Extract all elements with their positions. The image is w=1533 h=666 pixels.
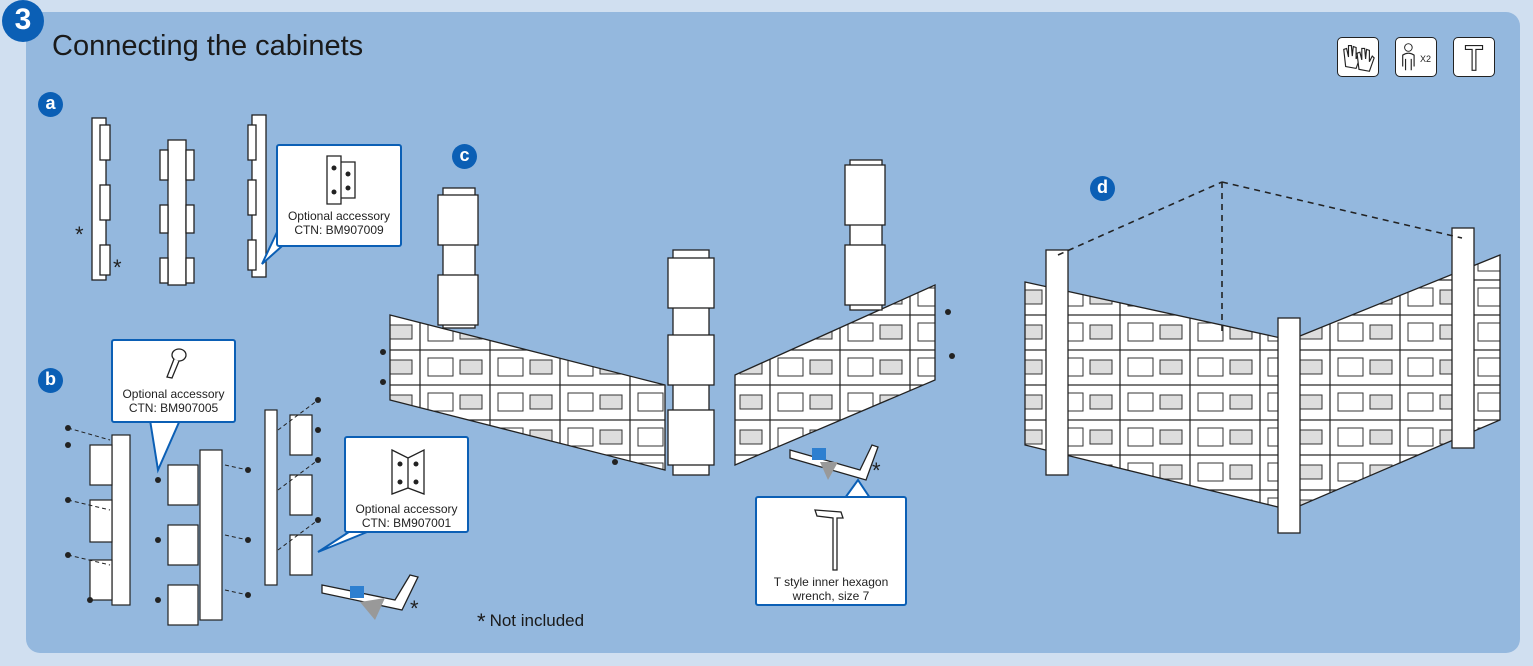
bracket-set-a: [91, 114, 267, 286]
callout-bm907001: Optional accessory CTN: BM907001: [344, 436, 469, 533]
hex-wrench-icon: [1453, 37, 1495, 77]
callout-a-line1: Optional accessory: [287, 209, 391, 223]
not-included-star: *: [113, 255, 122, 280]
callout-wrench-line2: wrench, size 7: [792, 589, 870, 603]
assembled-cabinets: [1024, 227, 1501, 534]
not-included-star: *: [872, 458, 881, 483]
section-label-c: c: [452, 144, 477, 169]
bracket-set-b: [89, 409, 313, 626]
callout-wrench: T style inner hexagon wrench, size 7: [755, 496, 907, 606]
section-label-a: a: [38, 92, 63, 117]
not-included-star: *: [410, 596, 419, 621]
callout-bm907009: Optional accessory CTN: BM907009: [276, 144, 402, 247]
cabinet-right: [734, 159, 936, 466]
person-count-label: X2: [1420, 54, 1432, 64]
center-post: [667, 249, 715, 476]
t-wrench-icon: [814, 509, 844, 571]
callout-b-screw-line1: Optional accessory: [122, 387, 225, 401]
callout-b-screw-line2: CTN: BM907005: [128, 401, 219, 415]
note-star: *: [477, 609, 486, 634]
bracket-icon: [326, 155, 356, 205]
screw-icon: [166, 348, 187, 379]
callout-b-bracket-line2: CTN: BM907001: [361, 516, 452, 530]
not-included-star: *: [75, 222, 84, 247]
section-label-b: b: [38, 368, 63, 393]
wrench-c: [789, 444, 879, 481]
callout-wrench-line1: T style inner hexagon: [773, 575, 889, 589]
note-text: Not included: [489, 611, 585, 630]
section-label-d: d: [1090, 176, 1115, 201]
page-title: Connecting the cabinets: [52, 30, 364, 62]
person-icon: X2: [1395, 37, 1437, 77]
callout-a-line2: CTN: BM907009: [294, 223, 384, 237]
gloves-icon: [1337, 37, 1379, 77]
not-included-note: *Not included: [477, 606, 585, 634]
step-number-badge: 3: [2, 0, 44, 42]
callout-b-bracket-line1: Optional accessory: [355, 502, 458, 516]
corner-bracket-icon: [391, 448, 425, 495]
cabinet-left: [389, 187, 666, 471]
callout-bm907005: Optional accessory CTN: BM907005: [111, 339, 236, 423]
wrench-b: [321, 574, 419, 620]
